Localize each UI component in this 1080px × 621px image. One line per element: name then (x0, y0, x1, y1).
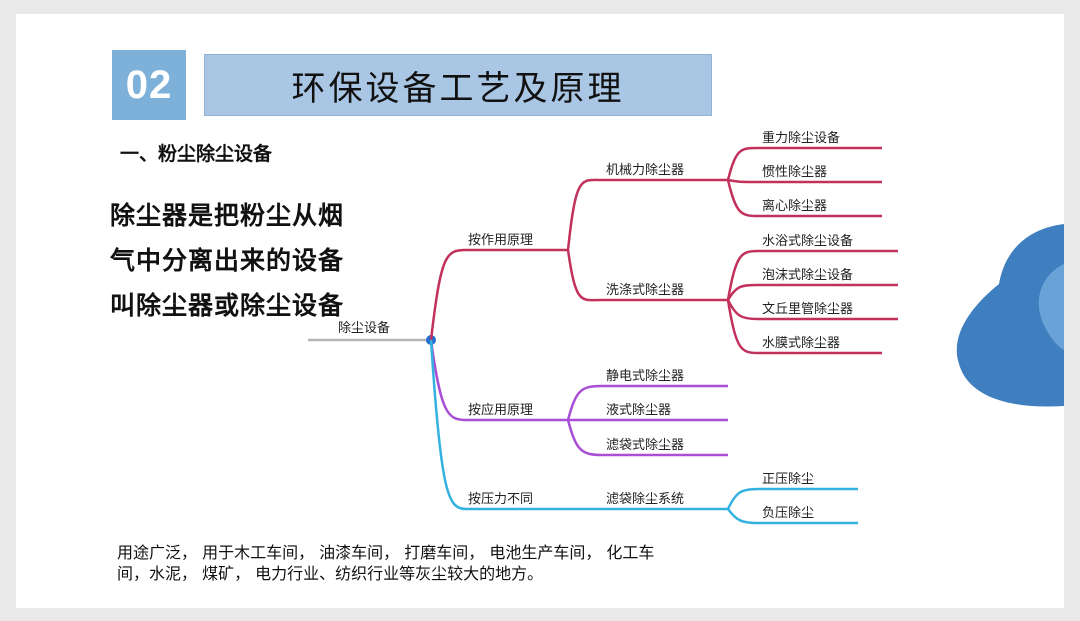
leaf-node: 文丘里管除尘器 (762, 302, 853, 317)
leaf-node: 水膜式除尘器 (762, 336, 840, 351)
leaf-node: 泡沫式除尘设备 (762, 267, 853, 283)
leaf-node: 正压除尘 (762, 472, 814, 487)
leaf-node: 水浴式除尘设备 (762, 233, 853, 249)
leaf-node: 负压除尘 (762, 506, 814, 521)
definition-text: 除尘器是把粉尘从烟 气中分离出来的设备 叫除尘器或除尘设备 (110, 193, 380, 328)
slide: 02 环保设备工艺及原理 一、粉尘除尘设备 除尘器是把粉尘从烟 气中分离出来的设… (16, 14, 1064, 608)
sub-node: 滤袋式除尘器 (606, 438, 684, 453)
mindmap-diagram: 除尘设备 按作用原理 机械力除尘器 洗涤式除尘器 重力除尘设备 惯性除尘器 离心… (308, 130, 898, 525)
branch-node: 按压力不同 (468, 492, 533, 507)
branch-node: 按作用原理 (468, 233, 533, 248)
sub-node: 机械力除尘器 (606, 163, 684, 178)
usage-line: 用途广泛， 用于木工车间， 油漆车间， 打磨车间， 电池生产车间， 化工车 (117, 543, 655, 562)
sub-node: 滤袋除尘系统 (606, 492, 684, 507)
section-title: 环保设备工艺及原理 (204, 54, 712, 116)
sub-node: 液式除尘器 (606, 403, 671, 418)
subheading: 一、粉尘除尘设备 (120, 143, 273, 165)
definition-line: 除尘器是把粉尘从烟 (110, 201, 345, 230)
usage-line: 间，水泥， 煤矿， 电力行业、纺织行业等灰尘较大的地方。 (117, 564, 544, 583)
leaf-node: 离心除尘器 (762, 198, 827, 214)
root-node: 除尘设备 (338, 320, 390, 336)
sub-node: 静电式除尘器 (606, 369, 684, 384)
decorative-shape (956, 224, 1064, 407)
leaf-node: 重力除尘设备 (762, 130, 840, 146)
leaf-node: 惯性除尘器 (762, 164, 827, 180)
branch-node: 按应用原理 (468, 402, 533, 418)
definition-line: 气中分离出来的设备 (110, 246, 345, 275)
definition-line: 叫除尘器或除尘设备 (110, 291, 345, 320)
sub-node: 洗涤式除尘器 (606, 283, 684, 298)
usage-note: 用途广泛， 用于木工车间， 油漆车间， 打磨车间， 电池生产车间， 化工车 间，… (117, 542, 797, 584)
section-number: 02 (112, 50, 186, 120)
